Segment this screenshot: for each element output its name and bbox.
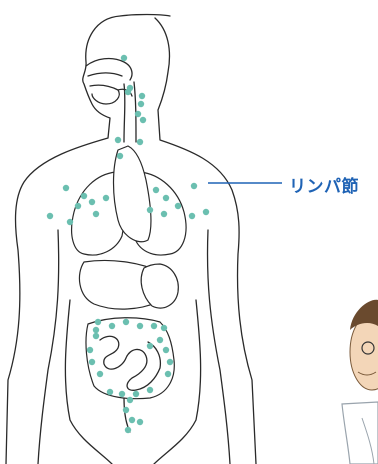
lymph-node	[81, 193, 87, 199]
lymph-node	[138, 101, 144, 107]
lymph-node	[89, 199, 95, 205]
lymph-node	[137, 419, 143, 425]
lymph-node	[103, 195, 109, 201]
lymph-node	[153, 187, 159, 193]
lymph-node	[47, 213, 53, 219]
lymph-node	[123, 319, 129, 325]
lymph-node	[147, 207, 153, 213]
lymph-node	[93, 333, 99, 339]
lymph-node	[97, 371, 103, 377]
lymph-node	[163, 347, 169, 353]
lymph-node	[175, 203, 181, 209]
lymph-node	[125, 427, 131, 433]
lymph-node	[191, 183, 197, 189]
lymph-node	[63, 185, 69, 191]
lymph-node	[127, 85, 133, 91]
lymph-node	[161, 211, 167, 217]
lymph-node	[203, 209, 209, 215]
lymph-node	[151, 323, 157, 329]
lymph-node	[121, 55, 127, 61]
lymph-node	[67, 219, 73, 225]
lymph-node	[107, 389, 113, 395]
lymph-node	[137, 323, 143, 329]
lymph-node	[135, 111, 141, 117]
rectum	[124, 398, 130, 432]
lymph-node	[165, 371, 171, 377]
lymph-node	[140, 117, 146, 123]
lymph-node	[157, 337, 163, 343]
right-arm-inner	[208, 230, 231, 464]
lymph-node	[93, 327, 99, 333]
lymph-node	[147, 387, 153, 393]
lymph-node	[147, 343, 153, 349]
lymph-node	[87, 347, 93, 353]
lymph-node	[115, 137, 121, 143]
lymph-node	[95, 319, 101, 325]
lymph-node	[127, 397, 133, 403]
lymph-node-label: リンパ節	[289, 172, 359, 197]
lymph-node	[137, 139, 143, 145]
lymph-node	[119, 391, 125, 397]
lymph-node	[161, 325, 167, 331]
lymph-node	[163, 195, 169, 201]
lymph-node	[75, 203, 81, 209]
lymph-node	[189, 213, 195, 219]
lymph-node	[93, 211, 99, 217]
doctor-figure	[342, 300, 378, 464]
lymph-node	[133, 391, 139, 397]
lymph-node	[109, 323, 115, 329]
left-arm-inner	[38, 230, 59, 464]
lymph-node	[167, 359, 173, 365]
lymph-node	[89, 359, 95, 365]
lymph-node	[117, 153, 123, 159]
large-intestine	[86, 318, 174, 399]
lymph-node	[123, 407, 129, 413]
lymph-node	[129, 417, 135, 423]
lymph-node	[139, 93, 145, 99]
